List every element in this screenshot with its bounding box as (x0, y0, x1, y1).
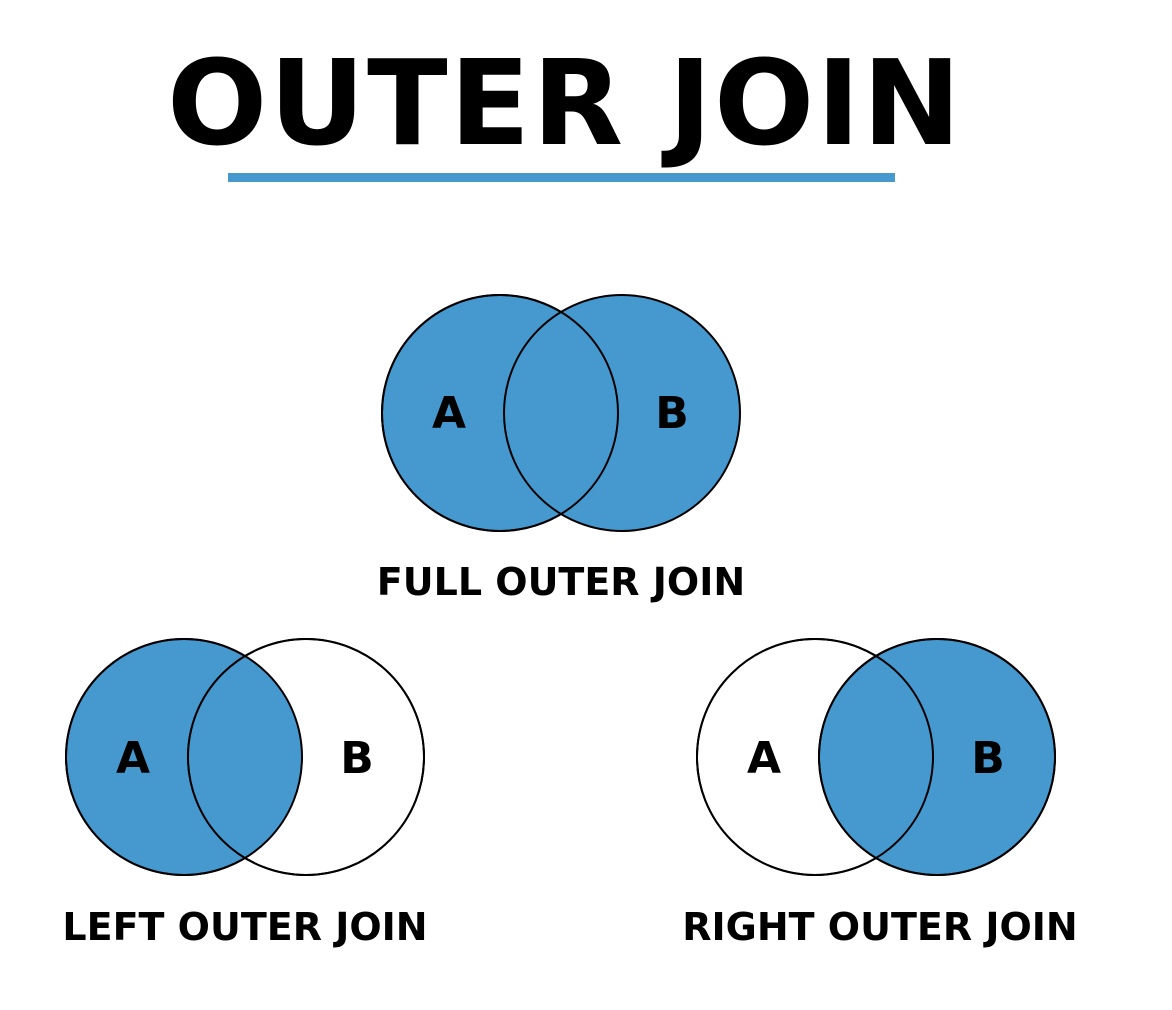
caption-full-outer-join: FULL OUTER JOIN (376, 560, 746, 604)
circle-b-outline (187, 638, 425, 876)
circle-b (503, 294, 741, 532)
circle-b (818, 638, 1056, 876)
circle-b-outline (818, 638, 1056, 876)
overlap-region (188, 639, 302, 875)
page-title: OUTER JOIN (166, 34, 964, 172)
circle-a-outline (381, 294, 619, 532)
venn-full-outer-join: A B (381, 294, 741, 532)
set-b-label: B (655, 388, 689, 439)
set-b-label: B (971, 733, 1005, 784)
set-a-label: A (747, 733, 781, 784)
set-b-label: B (340, 733, 374, 784)
caption-left-outer-join: LEFT OUTER JOIN (62, 905, 428, 949)
title-underline (228, 173, 895, 182)
circle-a-outline (696, 638, 934, 876)
caption-right-outer-join: RIGHT OUTER JOIN (682, 905, 1078, 949)
venn-left-outer-join: A B (65, 638, 425, 876)
circle-a-outline (65, 638, 303, 876)
set-a-label: A (116, 733, 150, 784)
venn-right-outer-join: A B (696, 638, 1056, 876)
set-a-label: A (432, 388, 466, 439)
